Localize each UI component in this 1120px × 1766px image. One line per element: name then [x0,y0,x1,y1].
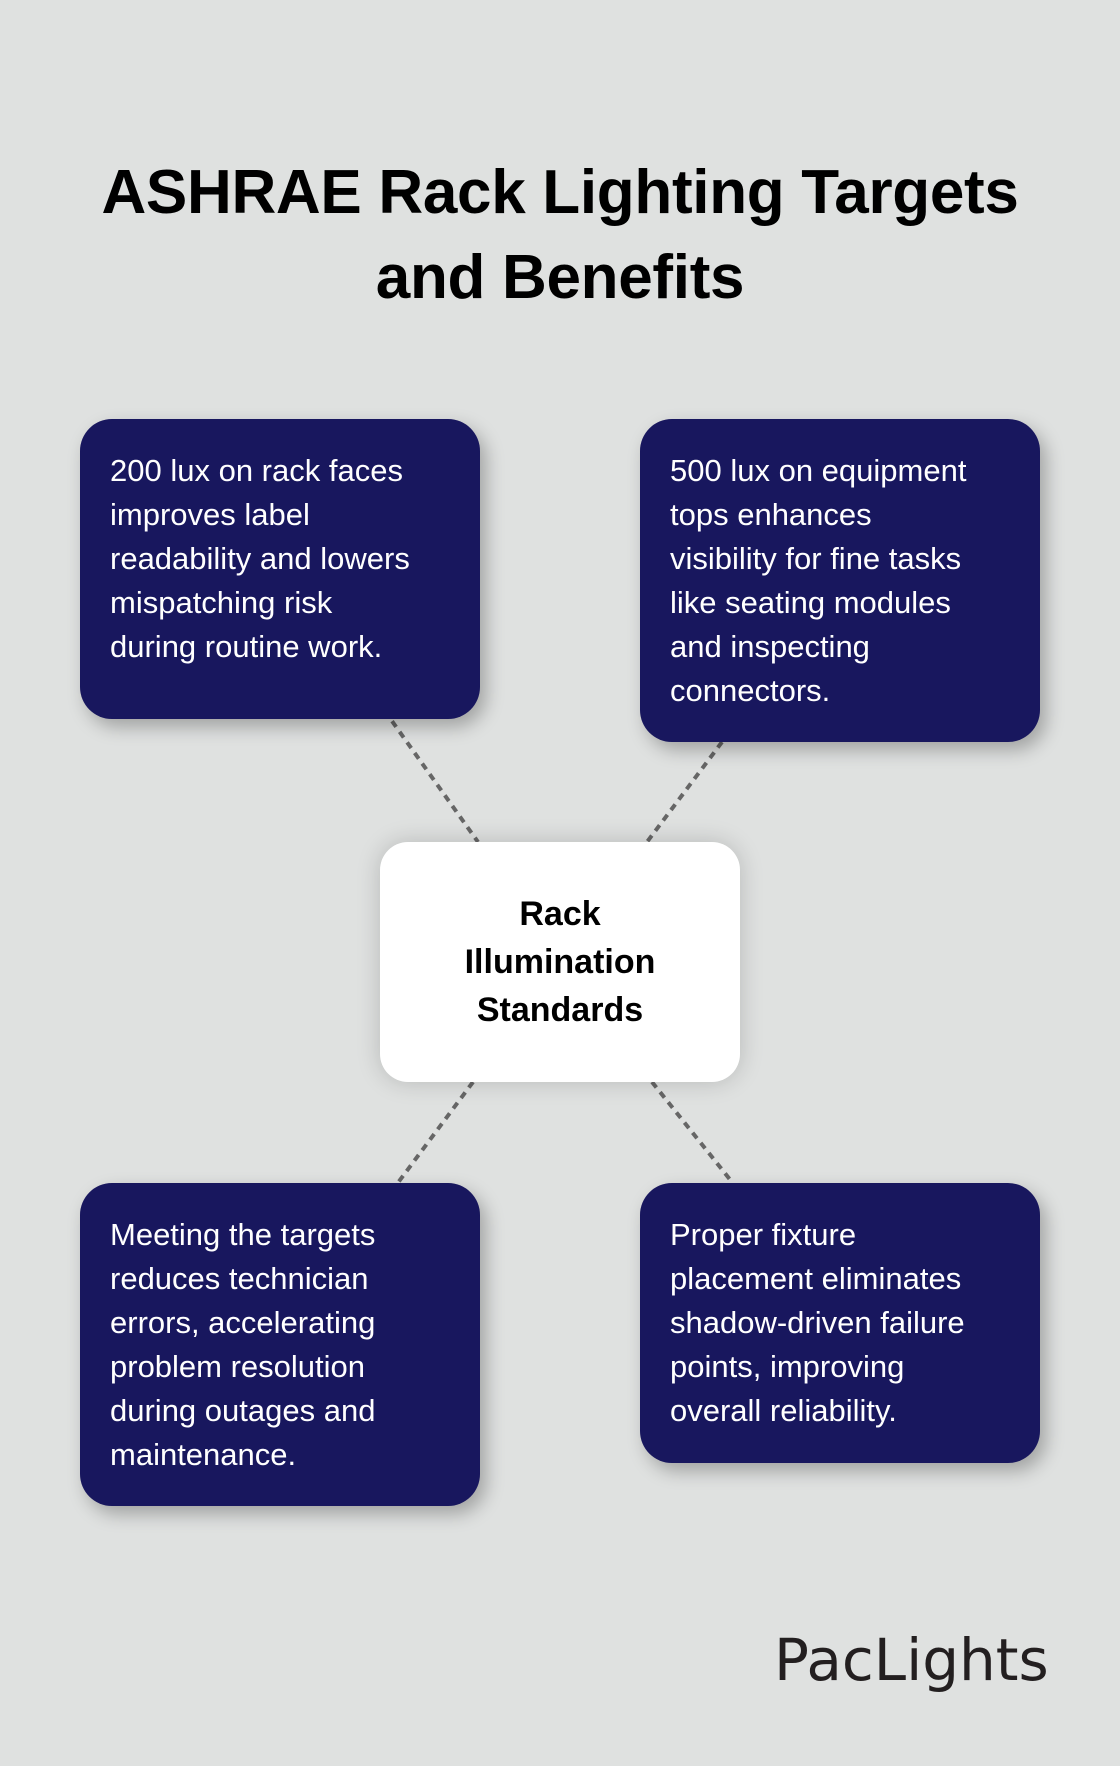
card-line: and inspecting [670,629,870,664]
card-line: readability and lowers [110,541,410,576]
card-line: during outages and [110,1393,376,1428]
card-line: overall reliability. [670,1393,897,1428]
connector-bottom-right [650,1080,734,1184]
card-line: Proper fixture [670,1217,857,1252]
center-node-label: Rack Illumination Standards [465,890,656,1034]
connector-top-left [375,698,480,844]
card-line: tops enhances [670,497,872,532]
card-text: 200 lux on rack faces improves label rea… [110,449,456,669]
center-line: Rack [519,895,601,933]
card-line: problem resolution [110,1349,366,1384]
card-line: errors, accelerating [110,1305,376,1340]
card-line: 500 lux on equipment [670,453,967,488]
card-line: maintenance. [110,1437,297,1472]
card-line: improves label [110,497,310,532]
card-text: Proper fixture placement eliminates shad… [670,1213,1016,1433]
card-top-right: 500 lux on equipment tops enhances visib… [640,419,1040,742]
card-line: points, improving [670,1349,905,1384]
card-line: during routine work. [110,629,383,664]
connector-bottom-left [395,1080,475,1186]
card-line: visibility for fine tasks [670,541,962,576]
card-line: like seating modules [670,585,951,620]
card-line: 200 lux on rack faces [110,453,403,488]
card-line: mispatching risk [110,585,333,620]
center-line: Standards [476,991,644,1029]
center-line: Illumination [464,943,656,981]
card-line: placement eliminates [670,1261,962,1296]
title-line-2: and Benefits [375,242,745,312]
card-line: shadow-driven failure [670,1305,965,1340]
card-bottom-left: Meeting the targets reduces technician e… [80,1183,480,1506]
card-line: Meeting the targets [110,1217,376,1252]
connector-top-right [645,740,724,844]
card-bottom-right: Proper fixture placement eliminates shad… [640,1183,1040,1463]
title-line-1: ASHRAE Rack Lighting Targets [101,157,1019,227]
card-line: connectors. [670,673,831,708]
card-text: Meeting the targets reduces technician e… [110,1213,456,1477]
center-node: Rack Illumination Standards [380,842,740,1082]
card-line: reduces technician [110,1261,369,1296]
card-text: 500 lux on equipment tops enhances visib… [670,449,1016,713]
paclights-logo: PacLights [774,1626,1049,1694]
page-title: ASHRAE Rack Lighting Targets and Benefit… [0,150,1120,320]
card-top-left: 200 lux on rack faces improves label rea… [80,419,480,719]
